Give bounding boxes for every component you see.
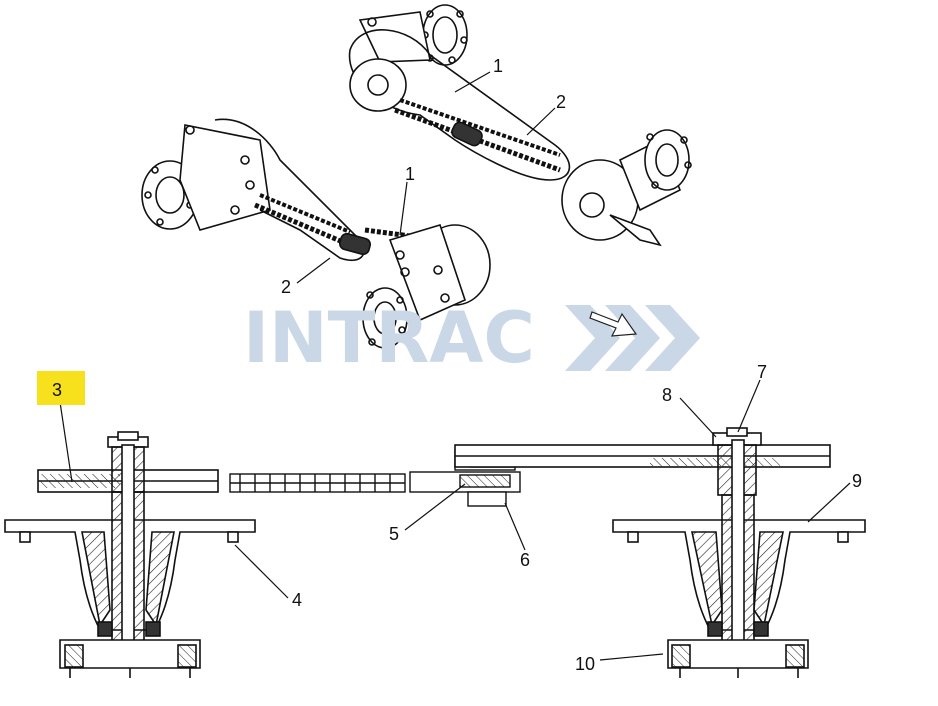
callout-top-belt-b: 2 [281,277,291,297]
chain-segment [229,473,406,493]
callout-idler-pulley: 6 [520,550,530,570]
leader-lines [59,71,851,661]
watermark-chevrons-icon [565,305,700,371]
callout-spindle-housing: 9 [852,471,862,491]
callout-top-chain-b: 1 [405,164,415,184]
right-spindle-section [454,427,866,678]
callout-highlighted-part: 3 [52,380,62,400]
callout-top-chain-a: 1 [493,56,503,76]
upper-assembly [348,4,692,247]
arrow-down-right-icon [589,311,638,337]
callout-idler-bolt: 5 [389,524,399,544]
callout-top-belt-a: 2 [556,92,566,112]
watermark: INTRAC [243,297,700,379]
callout-bolt: 4 [292,590,302,610]
middle-assembly [141,118,491,349]
left-spindle-section [4,431,256,678]
callout-sprocket: 8 [662,385,672,405]
callout-highlight [37,371,85,405]
callout-nut: 7 [757,362,767,382]
watermark-text: INTRAC [243,297,535,379]
callout-bearing-flange: 10 [575,654,595,674]
